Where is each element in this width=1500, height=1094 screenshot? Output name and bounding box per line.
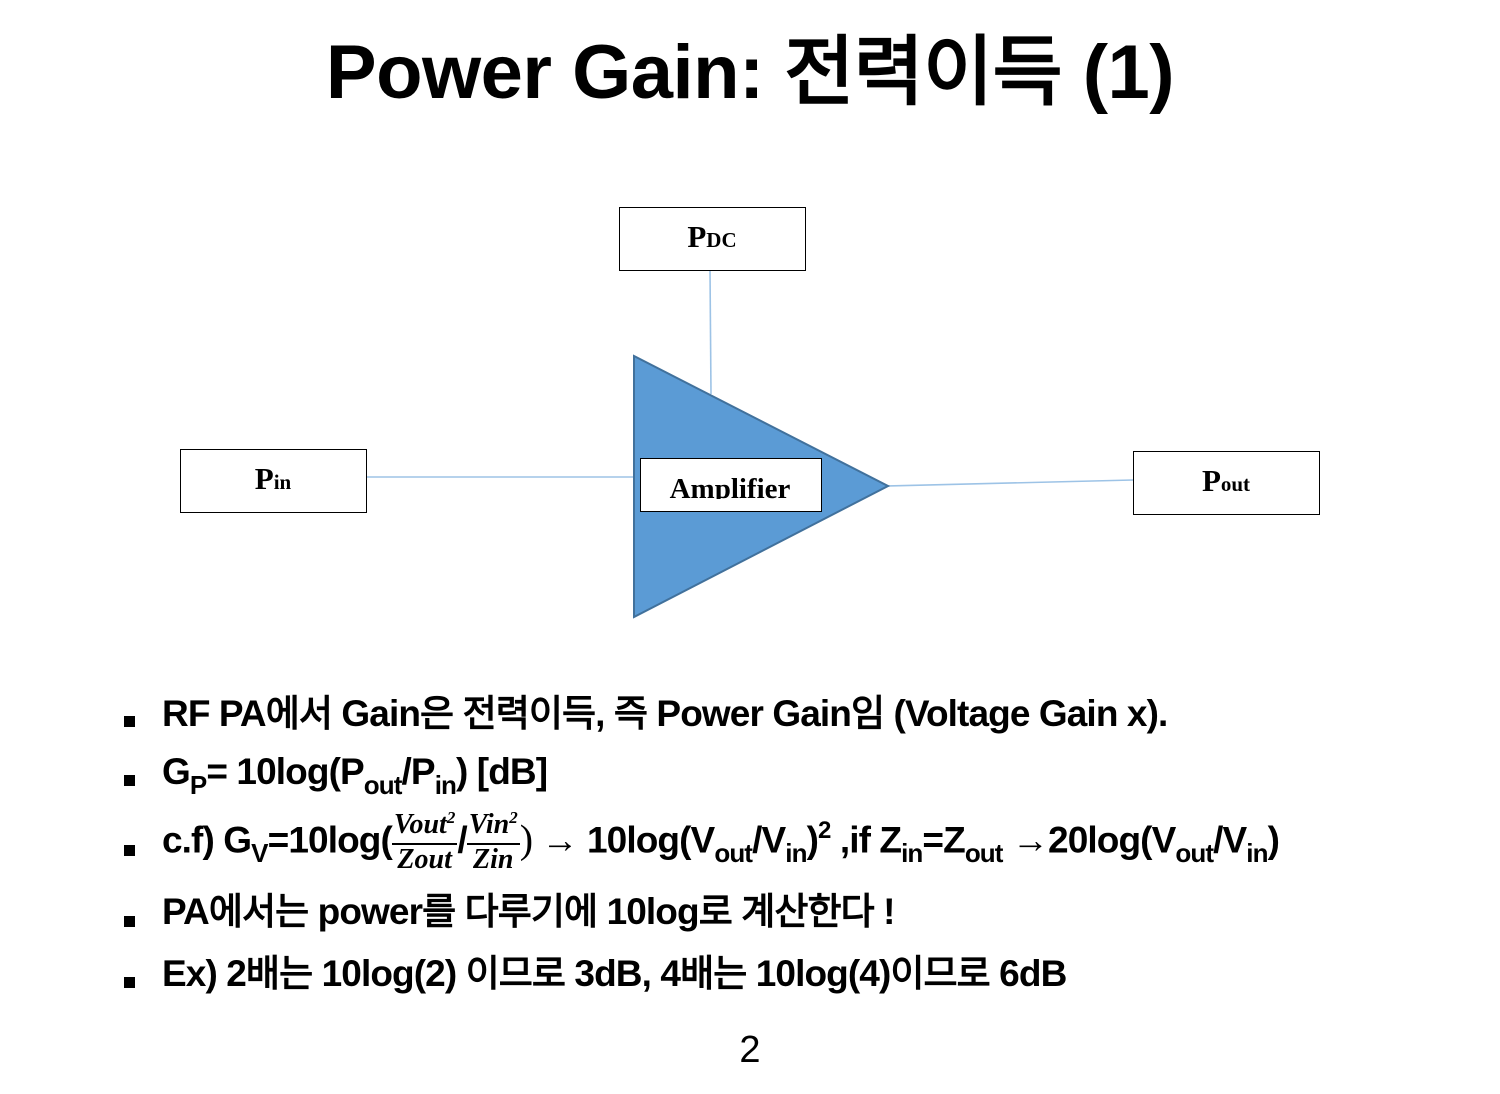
bullet-marker <box>124 916 135 927</box>
formula-text: ,if Z <box>830 819 902 861</box>
fraction-numerator: Vin <box>468 809 510 840</box>
formula-text: →20log(V <box>1002 819 1176 861</box>
bullet-text: PA에서는 power를 다루기에 10log로 계산한다 ! <box>162 891 895 932</box>
fraction-denominator: Zin <box>472 844 514 875</box>
formula-text: / <box>457 819 467 861</box>
formula-text: = 10log(P <box>206 751 364 792</box>
formula-subscript: out <box>714 838 753 869</box>
formula-subscript: out <box>1175 838 1214 869</box>
fraction-exponent: 2 <box>446 808 456 827</box>
bullet-item-example: Ex) 2배는 10log(2) 이므로 3dB, 4배는 10log(4)이므… <box>122 952 1492 1012</box>
pdc-label-main: P <box>687 219 706 254</box>
bullet-marker <box>124 845 135 856</box>
formula-text: =Z <box>922 819 965 861</box>
formula-subscript: P <box>189 770 207 800</box>
formula-subscript: V <box>251 838 268 869</box>
pout-label-main: P <box>1202 463 1221 498</box>
amplifier-label-box <box>640 458 822 512</box>
pout-label-sub: out <box>1221 472 1250 496</box>
formula-text: G <box>162 751 191 792</box>
formula-text: ) [dB] <box>456 751 548 792</box>
formula-subscript: out <box>964 838 1004 869</box>
fraction-denominator: Zout <box>397 844 452 875</box>
pdc-label: PDC <box>687 219 736 254</box>
formula-text: =10log( <box>267 819 393 861</box>
formula-text: /P <box>401 751 436 792</box>
pin-label-main: P <box>255 461 274 496</box>
bullet-list: RF PA에서 Gain은 전력이득, 즉 Power Gain임 (Volta… <box>122 692 1492 1012</box>
formula-text: → 10log(V <box>532 819 716 861</box>
formula-text: ) <box>1267 819 1280 861</box>
bullet-marker <box>124 775 135 786</box>
pin-label-sub: in <box>274 470 292 494</box>
bullet-item-gp-formula: GP= 10log(Pout/Pin) [dB] <box>122 750 1492 810</box>
formula-text: ) <box>806 819 819 861</box>
formula-subscript: out <box>363 770 403 800</box>
pout-label: Pout <box>1202 463 1250 498</box>
formula-subscript: in <box>785 838 807 869</box>
pin-label: Pin <box>255 461 292 496</box>
slide-title: Power Gain: 전력이득 (1) <box>325 30 1175 115</box>
pdc-connector-line <box>709 269 712 395</box>
formula-paren: ) <box>519 816 533 862</box>
formula-subscript: in <box>1246 838 1268 869</box>
formula-superscript: 2 <box>817 817 831 845</box>
bullet-item-10log: PA에서는 power를 다루기에 10log로 계산한다 ! <box>122 890 1492 952</box>
bullet-text: RF PA에서 Gain은 전력이득, 즉 Power Gain임 (Volta… <box>162 693 1168 734</box>
bullet-marker <box>124 977 135 988</box>
bullet-item-power-gain: RF PA에서 Gain은 전력이득, 즉 Power Gain임 (Volta… <box>122 692 1492 750</box>
page-number: 2 <box>739 1029 761 1071</box>
pout-connector-line <box>887 479 1134 487</box>
formula-text: /V <box>1213 819 1247 861</box>
pin-box <box>180 449 367 513</box>
amplifier-label: Amplifier <box>670 473 791 505</box>
formula-text: /V <box>752 819 786 861</box>
pdc-label-sub: DC <box>706 228 736 252</box>
fraction-exponent: 2 <box>509 808 518 827</box>
amplifier-diagram: PDC Pin Pout Amplifier <box>180 207 1320 619</box>
formula-text: c.f) G <box>162 819 252 861</box>
bullet-marker <box>124 716 135 727</box>
fraction-numerator: Vout <box>393 809 447 840</box>
bullet-text: Ex) 2배는 10log(2) 이므로 3dB, 4배는 10log(4)이므… <box>162 953 1067 994</box>
formula-subscript: in <box>901 838 923 869</box>
pout-box <box>1133 451 1320 515</box>
formula-subscript: in <box>434 770 457 800</box>
pdc-box <box>619 207 806 271</box>
